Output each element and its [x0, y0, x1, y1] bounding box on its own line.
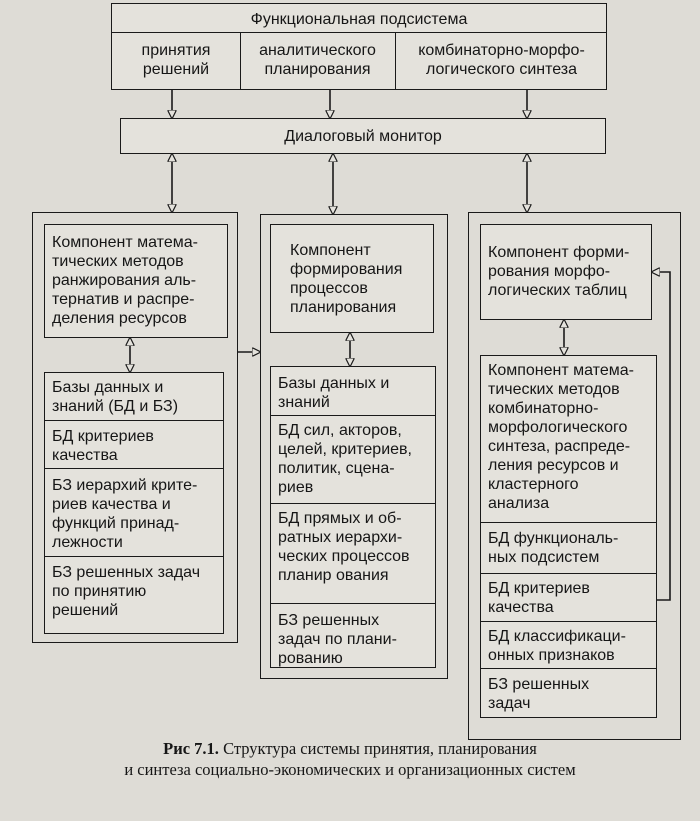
middle-databases: Базы данных и знаний БД сил, акторов, це…	[270, 366, 436, 668]
left-component-box: Компонент матема- тических методов ранжи…	[44, 224, 228, 338]
left-column-frame	[32, 212, 238, 643]
subsystem-column-synthesis: комбинаторно-морфо- логического синтеза	[418, 42, 585, 78]
caption-line2: и синтеза социально-экономических и орга…	[124, 760, 576, 779]
right-db-item: БД критериев качества	[488, 580, 590, 616]
left-db-item: БЗ решенных задач по принятию решений	[52, 564, 201, 619]
left-component-label: Компонент матема- тических методов ранжи…	[52, 234, 198, 327]
middle-db-header: Базы данных и знаний	[278, 375, 390, 411]
dialog-monitor: Диалоговый монитор	[120, 118, 606, 154]
right-db-item: БД функциональ- ных подсистем	[488, 530, 619, 566]
middle-column-frame	[260, 214, 448, 679]
middle-db-item: БД сил, акторов, целей, критериев, полит…	[278, 422, 412, 496]
right-db-item: БЗ решенных задач	[488, 676, 590, 712]
middle-db-item: БЗ решенных задач по плани- рованию	[278, 612, 397, 667]
right-databases: БД функциональ- ных подсистем БД критери…	[480, 523, 657, 718]
middle-db-item: БД прямых и об- ратных иерархи- ческих п…	[278, 510, 410, 584]
subsystem-column-decisions: принятия решений	[141, 42, 211, 78]
caption-line1: Структура системы принятия, планирования	[218, 739, 537, 758]
left-db-item: БЗ иерархий крите- риев качества и функц…	[52, 477, 198, 551]
right-methods-label: Компонент матема- тических методов комби…	[488, 362, 634, 512]
figure-caption: Рис 7.1. Структура системы принятия, пла…	[0, 738, 700, 780]
caption-label: Рис 7.1.	[163, 739, 219, 758]
left-db-header: Базы данных и знаний (БД и БЗ)	[52, 379, 179, 415]
left-db-item: БД критериев качества	[52, 428, 154, 464]
arrow-right-feedback	[652, 272, 671, 601]
left-databases: Базы данных и знаний (БД и БЗ) БД критер…	[44, 372, 224, 634]
middle-component-label: Компонент формирования процессов планиро…	[290, 242, 403, 316]
right-component-label: Компонент форми- рования морфо- логическ…	[488, 244, 630, 299]
subsystem-column-planning: аналитического планирования	[259, 42, 376, 78]
middle-component-box: Компонент формирования процессов планиро…	[270, 224, 434, 333]
right-component-box: Компонент форми- рования морфо- логическ…	[480, 224, 652, 320]
right-methods-box: Компонент матема- тических методов комби…	[480, 355, 657, 523]
subsystem-title: Функциональная подсистема	[250, 11, 468, 28]
right-db-item: БД классификаци- онных признаков	[488, 628, 626, 664]
right-column-frame	[468, 212, 681, 740]
functional-subsystem: Функциональная подсистема принятия решен…	[111, 3, 607, 90]
dialog-monitor-label: Диалоговый монитор	[284, 128, 442, 145]
